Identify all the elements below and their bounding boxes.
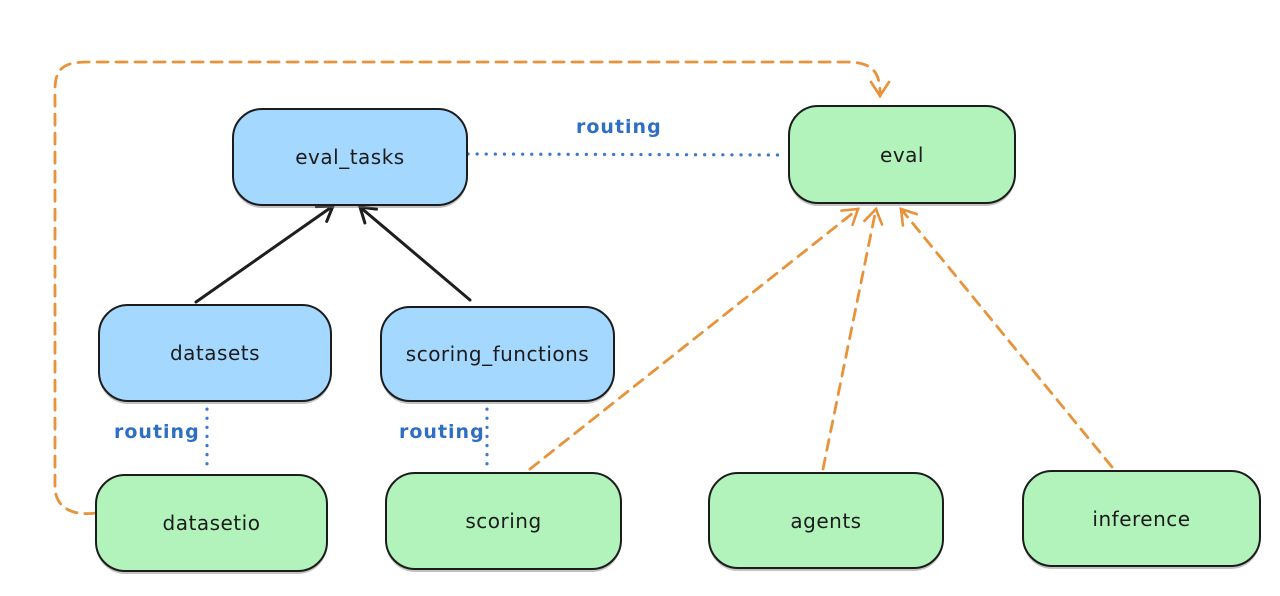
- node-inference-label: inference: [1092, 506, 1191, 531]
- node-scoring-functions[interactable]: scoring_functions: [380, 306, 615, 402]
- node-datasets[interactable]: datasets: [98, 304, 332, 402]
- node-scoring-label: scoring: [465, 509, 542, 533]
- edge-scoring-functions-to-eval-tasks[interactable]: [357, 205, 472, 302]
- edge-datasets-to-eval-tasks[interactable]: [194, 204, 336, 304]
- node-datasets-label: datasets: [169, 341, 261, 365]
- node-eval[interactable]: eval: [788, 105, 1016, 204]
- node-eval-tasks-label: eval_tasks: [295, 145, 405, 169]
- node-agents-label: agents: [790, 508, 862, 533]
- edge-inference-to-eval[interactable]: [899, 207, 1114, 469]
- edge-datasetio-to-eval[interactable]: [53, 60, 891, 515]
- node-datasetio-label: datasetio: [162, 511, 261, 535]
- edge-label-routing-datasets-datasetio: routing: [114, 421, 200, 443]
- edge-eval-tasks-to-eval-routing[interactable]: [466, 152, 788, 157]
- node-scoring[interactable]: scoring: [385, 472, 622, 570]
- edge-label-routing-scoring-functions-scoring: routing: [399, 421, 485, 443]
- edge-label-routing-eval-tasks-eval: routing: [576, 116, 662, 138]
- node-scoring-functions-label: scoring_functions: [405, 342, 590, 366]
- node-agents[interactable]: agents: [708, 472, 944, 569]
- node-eval-tasks[interactable]: eval_tasks: [232, 108, 468, 206]
- edge-agents-to-eval[interactable]: [821, 206, 884, 471]
- node-inference[interactable]: inference: [1022, 470, 1261, 567]
- node-datasetio[interactable]: datasetio: [95, 474, 328, 572]
- node-eval-label: eval: [880, 142, 924, 167]
